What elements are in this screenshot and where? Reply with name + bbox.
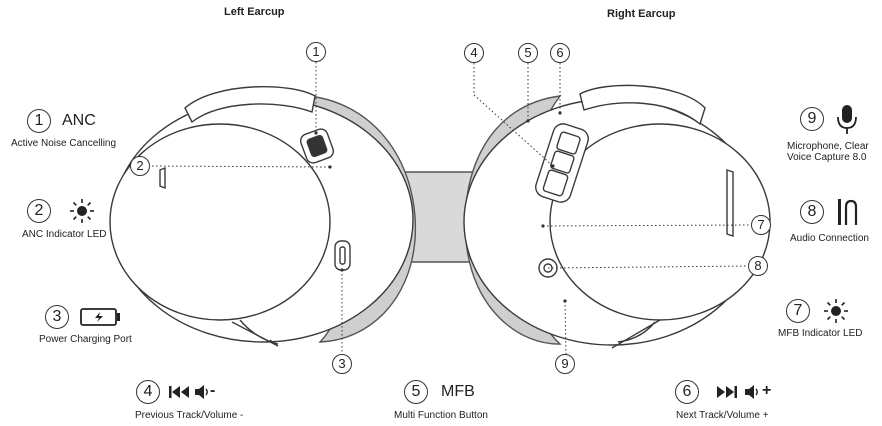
battery-charging-icon xyxy=(80,308,120,326)
legend-mic-desc-line2: Voice Capture 8.0 xyxy=(787,152,867,163)
legend-mfb-number: 5 xyxy=(404,380,428,404)
legend-next-desc: Next Track/Volume + xyxy=(676,410,769,421)
legend-mic-number: 9 xyxy=(800,107,824,131)
legend-prev-desc: Previous Track/Volume - xyxy=(135,410,244,421)
callout-7: 7 xyxy=(751,215,771,235)
right-earcup-title: Right Earcup xyxy=(607,8,676,20)
next-track-icon xyxy=(717,386,737,398)
legend-prev-number: 4 xyxy=(136,380,160,404)
callout-3: 3 xyxy=(332,354,352,374)
callout-6: 6 xyxy=(550,43,570,63)
legend-port-number: 3 xyxy=(45,305,69,329)
sun-led-icon xyxy=(824,299,848,323)
left-earcup-title: Left Earcup xyxy=(224,6,285,18)
volume-down-icon xyxy=(195,385,208,399)
legend-led-number: 2 xyxy=(27,199,51,223)
legend-led-desc: ANC Indicator LED xyxy=(22,229,107,240)
audio-jack-icon xyxy=(838,199,858,225)
legend-port-desc: Power Charging Port xyxy=(39,334,132,345)
legend-anc-desc: Active Noise Cancelling xyxy=(11,138,117,149)
volume-up-icon xyxy=(745,385,758,399)
legend-mfbled-number: 7 xyxy=(786,299,810,323)
legend-mfb-label: MFB xyxy=(441,383,475,400)
legend-mic-desc-line1: Microphone, Clear xyxy=(787,141,869,152)
legend-audio-number: 8 xyxy=(800,200,824,224)
microphone-icon xyxy=(837,105,857,134)
callout-8: 8 xyxy=(748,256,768,276)
legend-anc-number: 1 xyxy=(27,109,51,133)
legend-mfb-desc: Multi Function Button xyxy=(394,410,488,421)
callout-2: 2 xyxy=(130,156,150,176)
legend-mfbled-desc: MFB Indicator LED xyxy=(778,328,863,339)
legend-audio-desc: Audio Connection xyxy=(790,233,869,244)
volume-minus-sign: - xyxy=(210,382,216,399)
callout-4: 4 xyxy=(464,43,484,63)
previous-track-icon xyxy=(169,386,189,398)
legend-next-number: 6 xyxy=(675,380,699,404)
sun-led-icon xyxy=(70,199,94,223)
callout-5: 5 xyxy=(518,43,538,63)
legend-anc-label: ANC xyxy=(62,112,96,129)
callout-1: 1 xyxy=(306,42,326,62)
volume-plus-sign: + xyxy=(762,382,772,399)
callout-9: 9 xyxy=(555,354,575,374)
